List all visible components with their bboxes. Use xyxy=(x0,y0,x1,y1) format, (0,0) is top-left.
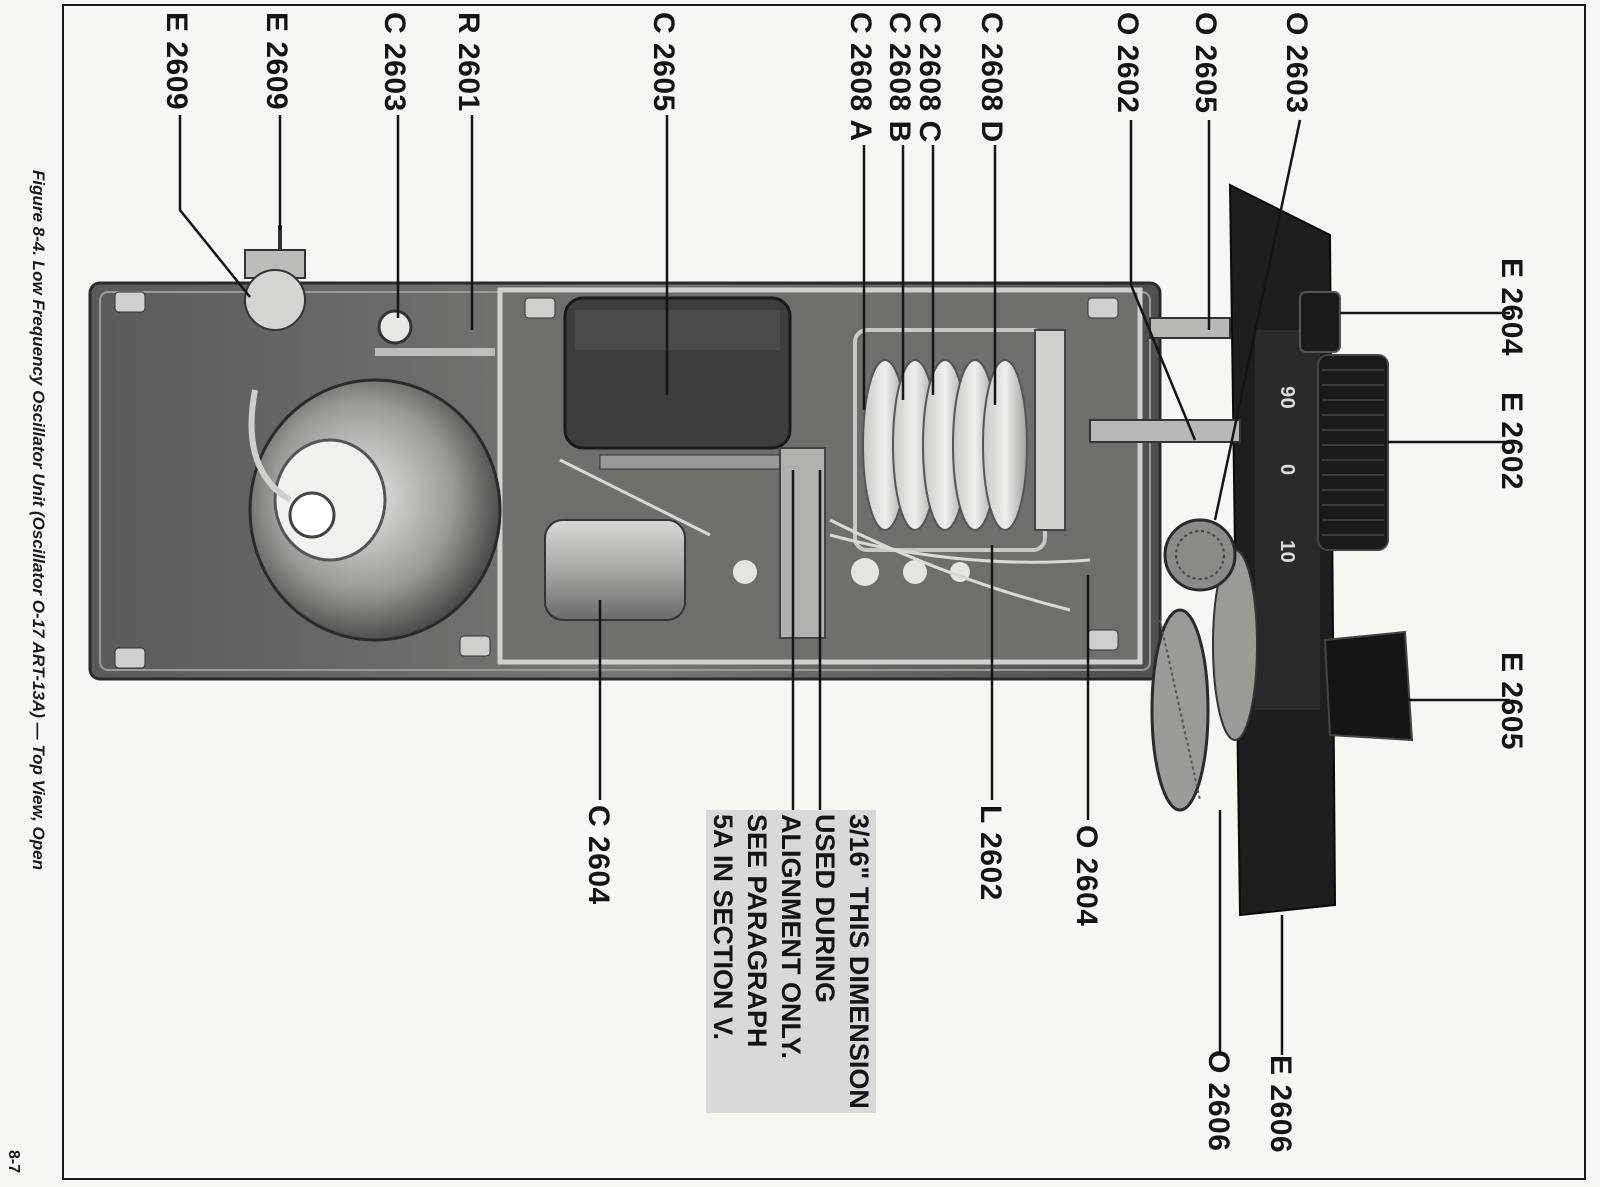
note-line-4: SEE PARAGRAPH xyxy=(740,810,774,1113)
dial-mark-10: 10 xyxy=(1276,540,1298,564)
variable-capacitor-c2608 xyxy=(862,359,1028,531)
leader-lines xyxy=(178,115,1510,1055)
callout-e2606: E 2606 xyxy=(1264,1055,1297,1154)
capacitor-c2604 xyxy=(544,519,686,621)
lock-knob xyxy=(1323,630,1414,742)
callout-c2608b: C 2608 B xyxy=(883,12,916,143)
callout-c2608a: C 2608 A xyxy=(844,12,877,142)
callout-e2604: E 2604 xyxy=(1495,258,1528,357)
callout-o2603: O 2603 xyxy=(1280,12,1313,114)
callout-c2604: C 2604 xyxy=(582,805,615,905)
callout-e2602: E 2602 xyxy=(1495,392,1528,491)
note-line-3: ALIGNMENT ONLY. xyxy=(774,810,808,1113)
callout-e2605: E 2605 xyxy=(1495,652,1528,751)
callout-e2609-a: E 2609 xyxy=(160,12,193,111)
callout-c2608c: C 2608 C xyxy=(913,12,946,143)
tuning-knob xyxy=(1317,354,1389,551)
note-line-1: 3/16" THIS DIMENSION xyxy=(842,810,876,1113)
callout-c2605: C 2605 xyxy=(647,12,680,112)
page-number: 8-7 xyxy=(5,1150,22,1174)
callout-c2603: C 2603 xyxy=(378,12,411,112)
dial-mark-0: 0 xyxy=(1276,464,1298,476)
callout-l2602: L 2602 xyxy=(974,805,1007,901)
callout-o2604: O 2604 xyxy=(1070,825,1103,927)
callout-e2609-b: E 2609 xyxy=(260,12,293,111)
callout-c2608d: C 2608 D xyxy=(975,12,1008,143)
callout-o2606: O 2606 xyxy=(1202,1050,1235,1152)
note-line-2: USED DURING xyxy=(808,810,842,1113)
figure-caption: Figure 8-4. Low Frequency Oscillator Uni… xyxy=(29,170,48,870)
callout-r2601: R 2601 xyxy=(452,12,485,112)
page-border xyxy=(62,4,1586,1180)
callout-o2605: O 2605 xyxy=(1189,12,1222,114)
note-line-5: 5A IN SECTION V. xyxy=(706,810,740,1113)
callout-o2602: O 2602 xyxy=(1111,12,1144,114)
dimension-note: 3/16" THIS DIMENSION USED DURING ALIGNME… xyxy=(706,810,876,1113)
dial-mark-90: 90 xyxy=(1276,386,1298,410)
